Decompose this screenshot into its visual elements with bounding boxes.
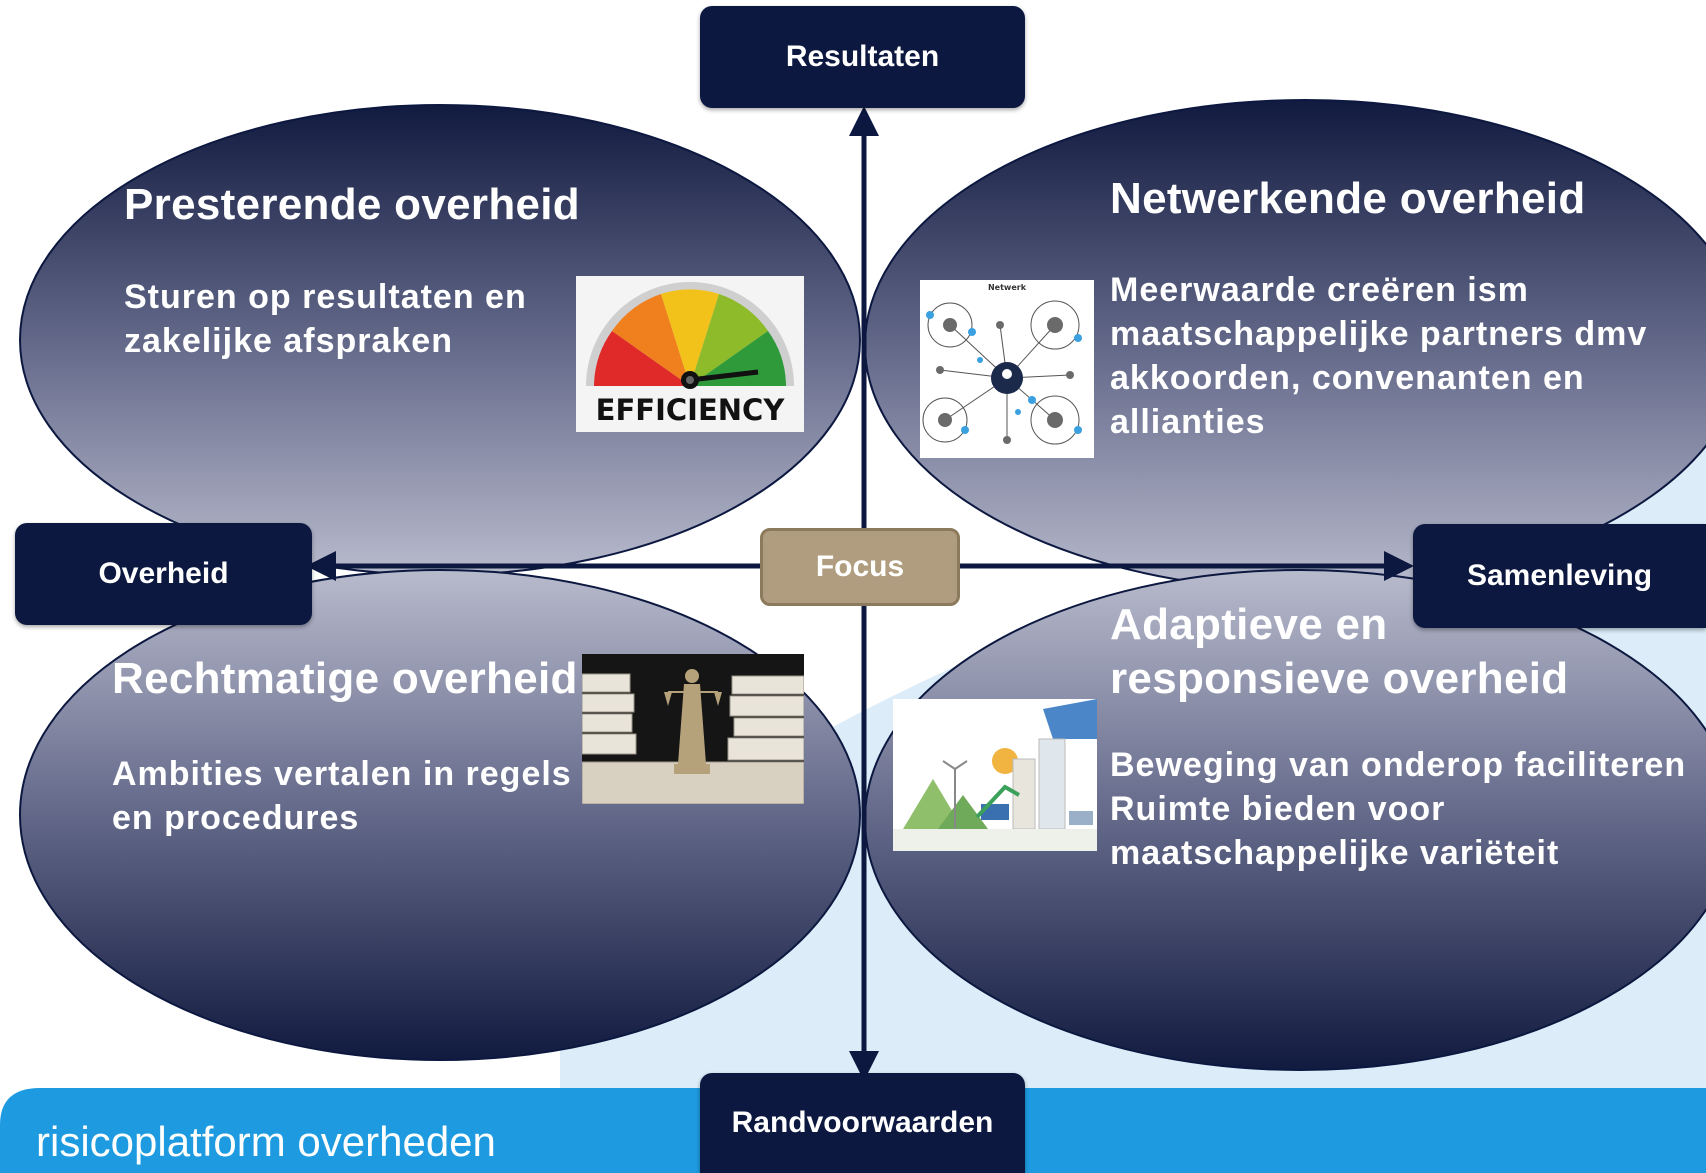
quadrant-title-adaptieve-line1: Adaptieve en	[1110, 600, 1388, 649]
axis-left-label: Overheid	[15, 523, 312, 625]
network-diagram-image: Netwerk	[920, 280, 1094, 458]
justice-statue-image	[582, 654, 804, 804]
axis-bottom-label: Randvoorwaarden	[700, 1073, 1025, 1173]
quadrant-body-presterende: Sturen op resultaten en zakelijke afspra…	[124, 278, 527, 360]
quadrant-title-adaptieve-line2: responsieve overheid	[1110, 654, 1569, 703]
axis-top-label: Resultaten	[700, 6, 1025, 108]
quadrant-title-presterende: Presterende overheid	[124, 180, 580, 229]
network-caption: Netwerk	[988, 283, 1027, 292]
gauge-label: EFFICIENCY	[596, 393, 786, 427]
quadrant-title-netwerkende: Netwerkende overheid	[1110, 174, 1586, 223]
efficiency-gauge-image: EFFICIENCY	[576, 276, 804, 432]
sustainable-city-image	[893, 699, 1097, 851]
quadrant-body-rechtmatige: Ambities vertalen in regels en procedure…	[112, 755, 572, 837]
focus-label: Focus	[760, 528, 960, 606]
quadrant-title-rechtmatige: Rechtmatige overheid	[112, 654, 578, 703]
quadrant-body-netwerkende: Meerwaarde creëren ism maatschappelijke …	[1110, 271, 1648, 441]
footer-brand-text: risicoplatform overheden	[36, 1118, 496, 1165]
quadrant-body-adaptieve: Beweging van onderop faciliteren Ruimte …	[1110, 746, 1687, 872]
axis-right-label: Samenleving	[1413, 524, 1706, 628]
